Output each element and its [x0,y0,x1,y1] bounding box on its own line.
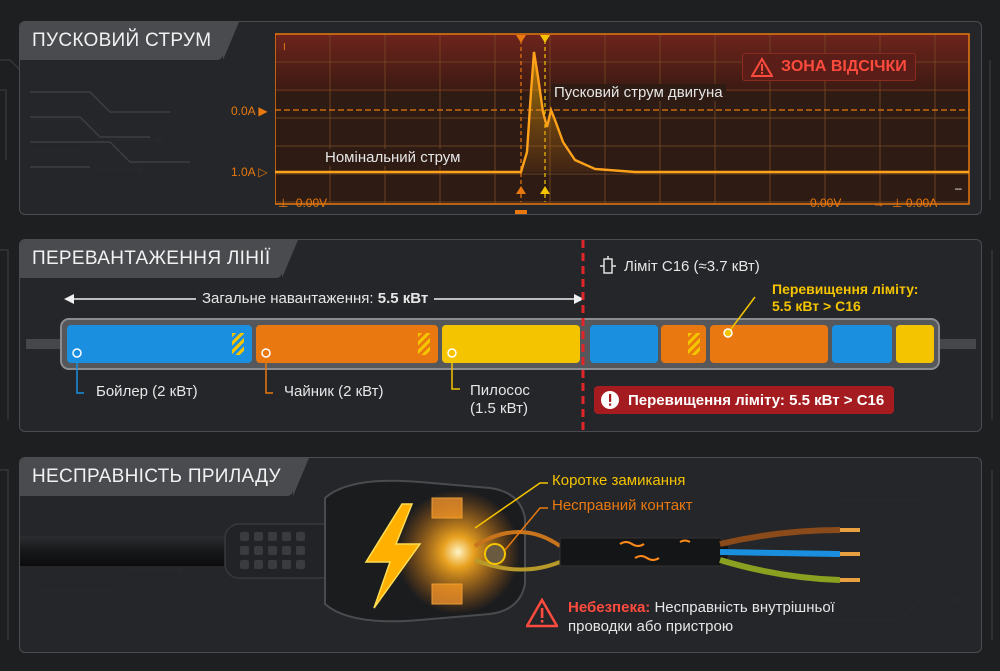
scope-corner-dash: – [955,181,962,195]
lightning-bolt-icon [364,503,422,609]
segment-over-yellow [896,325,934,363]
danger-text: Небезпека: Несправність внутрішньої пров… [568,598,835,636]
segment-boiler [67,325,252,363]
overload-alert: Перевищення ліміту: 5.5 кВт > C16 [594,386,895,414]
faulty-contact-leader [504,507,548,551]
segment-over-blue-2 [832,325,892,363]
plug-illustration [20,479,860,623]
readout-mid-value: 0.00V [810,196,842,210]
short-circuit-label: Коротке замикання [552,472,686,489]
vacuum-label: Пилосос (1.5 кВт) [470,382,530,418]
trigger-marker-top-left [516,35,526,43]
fault-contact [484,543,506,565]
exceed-callout: Перевищення ліміту: 5.5 кВт > C16 [772,281,918,315]
cable-right [940,339,976,349]
faulty-contact-label: Несправний контакт [552,497,693,514]
panel-title-overload: ПЕРЕВАНТАЖЕННЯ ЛІНІЇ [20,240,299,278]
channel-level-top: 0.0A ▶ [231,104,268,118]
panel-title-inrush: ПУСКОВИЙ СТРУМ [20,22,240,60]
internal-wire-yellow [474,558,561,572]
vacuum-label-line2: (1.5 кВт) [470,400,528,417]
motor-inrush-label: Пусковий струм двигуна [551,84,726,101]
readout-right: 0.00V ——→ ⊥ 0.00A [810,196,937,210]
segment-kettle [256,325,438,363]
limit-value: Ліміт C16 (≈3.7 кВт) [624,257,760,275]
danger-prefix: Небезпека: [568,599,651,616]
ground-marker-icon: ⊥ [892,196,903,210]
cutoff-zone-warning: ЗОНА ВІДСІЧКИ [742,53,916,81]
inrush-current-panel: ПУСКОВИЙ СТРУМ I [19,21,982,215]
channel-level-top-value: 0.0A [231,104,256,118]
segment-over-blue [590,325,658,363]
readout-left-value: -0.00V [291,196,328,210]
channel-level-bottom: 1.0A ▷ [231,165,268,179]
total-load-value: 5.5 кВт [377,290,429,307]
danger-line1: Несправність внутрішньої [650,599,835,616]
exceed-callout-line1: Перевищення ліміту: [772,281,919,297]
exclamation-circle-icon [601,391,619,409]
overload-alert-text: Перевищення ліміту: 5.5 кВт > C16 [628,391,885,409]
spark-glow [396,490,520,614]
cable-sleeve [559,537,731,567]
short-circuit-leader [474,482,548,529]
segment-vacuum [442,325,580,363]
sleeve-cracks [619,539,691,561]
total-load-label: Загальне навантаження: 5.5 кВт [196,290,435,307]
danger-line2: проводки або пристрою [568,618,734,635]
readout-right-value: 0.00A [905,196,938,210]
segment-over-orange-small [661,325,706,363]
scope-frame [275,33,970,205]
scope-corner-mark: I [283,42,286,53]
kettle-label: Чайник (2 кВт) [284,383,384,400]
exceed-callout-line2: 5.5 кВт > C16 [772,298,861,314]
inrush-fill [521,52,969,172]
cutoff-zone-label: ЗОНА ВІДСІЧКИ [781,58,907,75]
level-arrow-outline-icon: ▷ [258,165,268,179]
danger-note: Небезпека: Несправність внутрішньої пров… [526,598,835,636]
power-cable [20,536,230,566]
warning-triangle-icon [526,598,558,628]
arrow-right-icon: ——→ [848,196,885,210]
hatch-icon [688,333,700,355]
hatch-icon [418,333,430,355]
breaker-icon [600,256,616,274]
device-fault-panel: НЕСПРАВНІСТЬ ПРИЛАДУ [19,457,982,653]
trigger-marker-bottom-left [516,186,526,194]
readout-left: ⊥ -0.00V [278,196,327,210]
channel-level-bottom-value: 1.0A [231,165,256,179]
boiler-label: Бойлер (2 кВт) [96,383,198,400]
vacuum-label-line1: Пилосос [470,382,530,399]
nominal-current-label: Номінальний струм [322,149,464,166]
warning-triangle-icon [751,57,773,77]
cable-left [26,339,66,349]
circuit-decoration [30,91,190,168]
wire-blue [719,549,841,557]
panel-title-fault: НЕСПРАВНІСТЬ ПРИЛАДУ [20,458,309,496]
total-load-prefix: Загальне навантаження: [202,290,378,307]
internal-wire-brown [473,530,562,548]
wire-brown [719,527,841,547]
current-waveform [275,51,969,174]
trigger-marker-top-right [540,35,550,43]
limit-label: Ліміт C16 (≈3.7 кВт) [598,256,760,276]
wire-earth [719,557,841,583]
trigger-marker-bottom-right [540,186,550,194]
ground-marker-icon: ⊥ [278,196,289,210]
level-arrow-icon: ▶ [258,104,268,118]
copper-ends [840,528,860,582]
trigger-icon [515,210,527,214]
line-overload-panel: ПЕРЕВАНТАЖЕННЯ ЛІНІЇ Загальне навантажен… [19,239,982,432]
hatch-icon [232,333,244,355]
callout-leaders [72,240,756,431]
